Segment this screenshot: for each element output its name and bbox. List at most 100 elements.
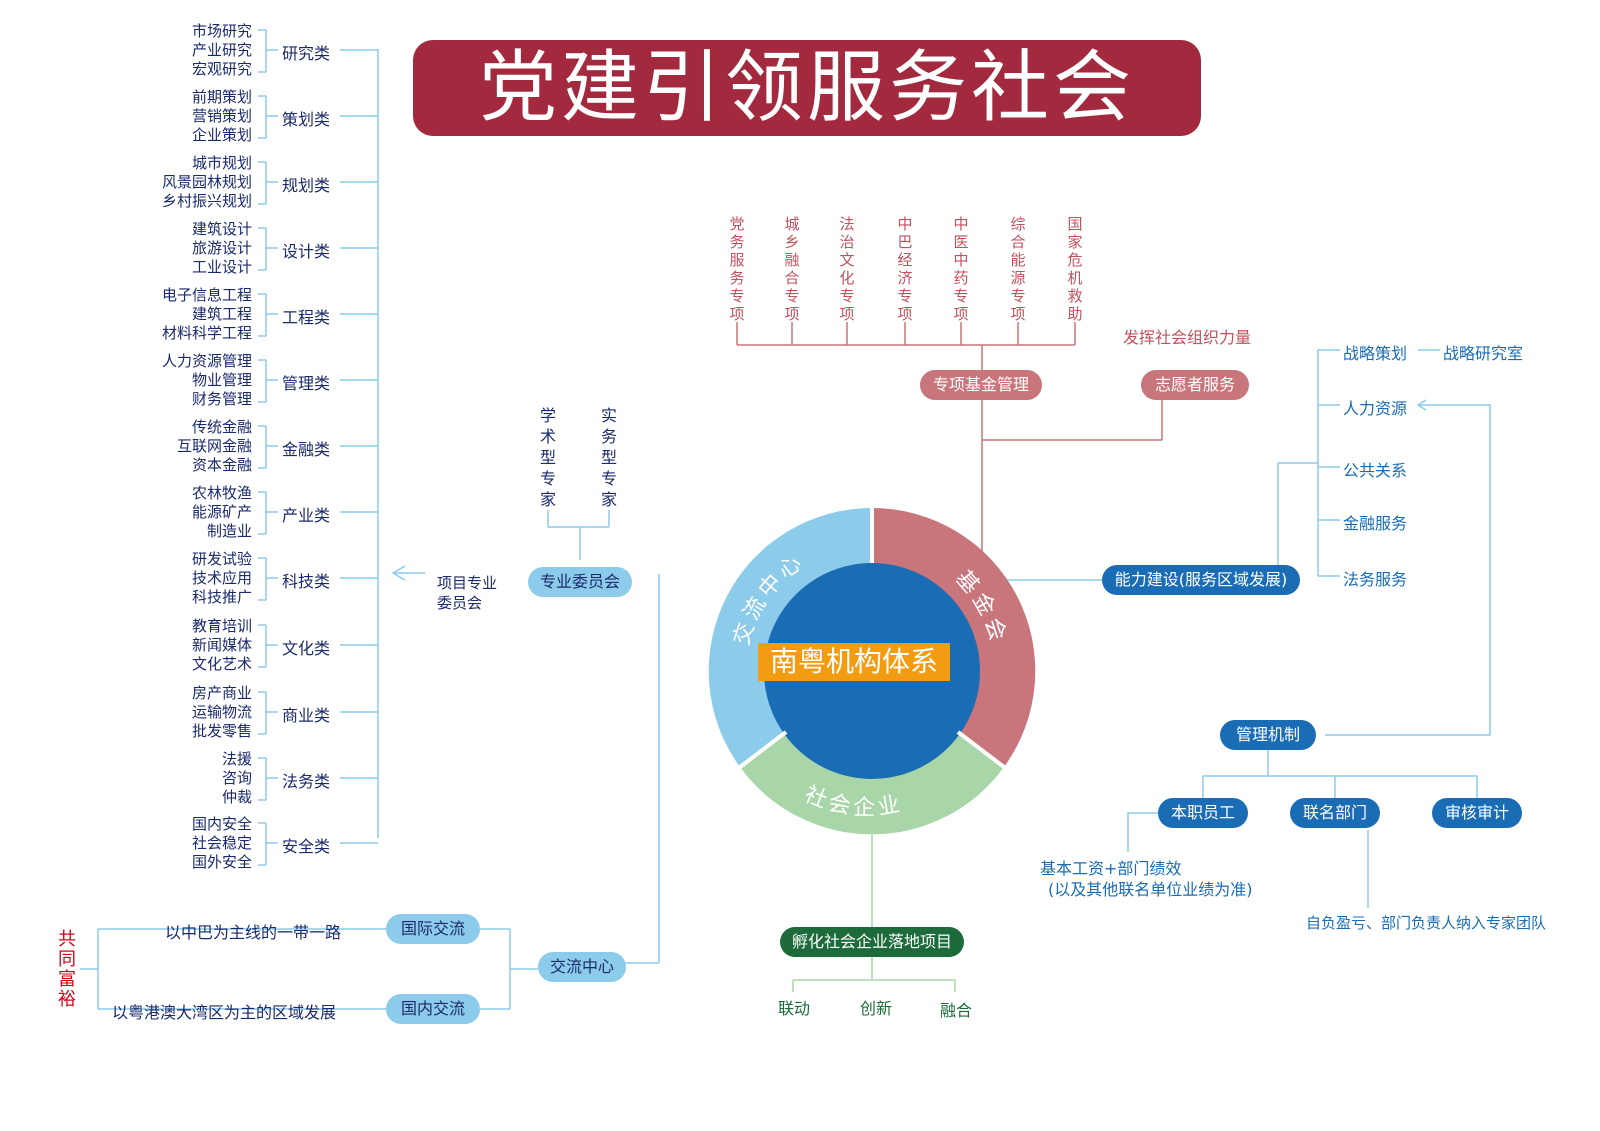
fund-project-label: 城乡融合专项 xyxy=(784,215,800,323)
category-item: 农林牧渔 xyxy=(191,484,252,502)
academic-expert-label: 学术型专家 xyxy=(539,406,556,509)
category-item: 科技推广 xyxy=(191,588,252,606)
category-label[interactable]: 法务类 xyxy=(282,772,331,791)
exchange-center-node[interactable]: 交流中心 xyxy=(538,952,626,982)
category-label[interactable]: 策划类 xyxy=(282,110,331,129)
category-item: 旅游设计 xyxy=(191,239,252,257)
capacity-item-finance: 金融服务 xyxy=(1343,514,1408,533)
category-label[interactable]: 工程类 xyxy=(282,308,331,327)
category-label[interactable]: 文化类 xyxy=(282,639,331,658)
category-item: 房产商业 xyxy=(191,684,252,702)
fund-project-label: 法治文化专项 xyxy=(839,215,855,323)
category-label[interactable]: 规划类 xyxy=(282,176,331,195)
category-group-items: 市场研究产业研究宏观研究 xyxy=(92,22,252,79)
category-item: 工业设计 xyxy=(191,258,252,276)
category-item: 前期策划 xyxy=(191,88,252,106)
category-item: 新闻媒体 xyxy=(191,636,252,654)
staff-pay-note: (以及其他联名单位业绩为准) xyxy=(1048,880,1253,899)
category-group-items: 法援咨询仲裁 xyxy=(92,750,252,807)
capacity-item-hr: 人力资源 xyxy=(1343,399,1408,418)
staff-node[interactable]: 本职员工 xyxy=(1158,798,1248,828)
category-group-items: 教育培训新闻媒体文化艺术 xyxy=(92,617,252,674)
audit-node[interactable]: 审核审计 xyxy=(1432,798,1522,828)
category-group-items: 建筑设计旅游设计工业设计 xyxy=(92,220,252,277)
enterprise-item-linkage: 联动 xyxy=(778,999,811,1018)
joint-department-node[interactable]: 联名部门 xyxy=(1290,798,1380,828)
professional-committee-node[interactable]: 专业委员会 xyxy=(528,567,632,597)
project-committee-label: 项目专业 委员会 xyxy=(437,574,498,612)
enterprise-item-integration: 融合 xyxy=(940,1001,973,1020)
fund-project-label: 国家危机救助 xyxy=(1067,215,1083,323)
category-item: 材料科学工程 xyxy=(161,324,252,342)
category-item: 资本金融 xyxy=(191,456,252,474)
category-label[interactable]: 设计类 xyxy=(282,242,331,261)
capacity-item-pr: 公共关系 xyxy=(1343,461,1408,480)
category-item: 技术应用 xyxy=(191,569,252,587)
capacity-item-strategy: 战略策划 xyxy=(1343,344,1408,363)
page-title: 党建引领服务社会 xyxy=(413,40,1201,136)
category-item: 批发零售 xyxy=(191,722,252,740)
category-group-items: 城市规划风景园林规划乡村振兴规划 xyxy=(92,154,252,211)
joint-department-note: 自负盈亏、部门负责人纳入专家团队 xyxy=(1306,914,1547,932)
category-item: 物业管理 xyxy=(191,371,252,389)
category-label[interactable]: 产业类 xyxy=(282,506,331,525)
category-item: 仲裁 xyxy=(221,788,252,806)
category-item: 国外安全 xyxy=(191,853,252,871)
category-label[interactable]: 科技类 xyxy=(282,572,331,591)
category-item: 市场研究 xyxy=(191,22,252,40)
category-item: 制造业 xyxy=(206,522,252,540)
enterprise-item-innovation: 创新 xyxy=(860,999,893,1018)
category-item: 电子信息工程 xyxy=(161,286,252,304)
category-label[interactable]: 金融类 xyxy=(282,440,331,459)
fund-management-node[interactable]: 专项基金管理 xyxy=(920,370,1042,400)
incubate-enterprise-node[interactable]: 孵化社会企业落地项目 xyxy=(780,927,964,957)
practical-expert-label: 实务型专家 xyxy=(600,406,617,509)
management-mechanism-node[interactable]: 管理机制 xyxy=(1220,720,1316,750)
category-item: 传统金融 xyxy=(191,418,252,436)
strategy-office-text: 战略研究室 xyxy=(1443,344,1524,363)
belt-road-text: 以中巴为主线的一带一路 xyxy=(165,923,342,942)
domestic-exchange-node[interactable]: 国内交流 xyxy=(386,994,480,1024)
category-label[interactable]: 安全类 xyxy=(282,837,331,856)
category-item: 风景园林规划 xyxy=(161,173,252,191)
category-group-items: 房产商业运输物流批发零售 xyxy=(92,684,252,741)
category-item: 运输物流 xyxy=(191,703,252,721)
category-group-items: 农林牧渔能源矿产制造业 xyxy=(92,484,252,541)
category-label[interactable]: 商业类 xyxy=(282,706,331,725)
category-item: 财务管理 xyxy=(191,390,252,408)
greater-bay-text: 以粤港澳大湾区为主的区域发展 xyxy=(112,1003,337,1022)
capacity-building-node[interactable]: 能力建设(服务区域发展) xyxy=(1102,565,1300,595)
fund-project-label: 综合能源专项 xyxy=(1010,215,1026,323)
category-item: 教育培训 xyxy=(191,617,252,635)
volunteer-service-node[interactable]: 志愿者服务 xyxy=(1141,370,1249,400)
category-group-items: 传统金融互联网金融资本金融 xyxy=(92,418,252,475)
category-label[interactable]: 研究类 xyxy=(282,44,331,63)
category-item: 文化艺术 xyxy=(191,655,252,673)
category-item: 产业研究 xyxy=(191,41,252,59)
social-force-text: 发挥社会组织力量 xyxy=(1123,328,1252,347)
common-prosperity-label: 共同富裕 xyxy=(58,929,76,1010)
category-item: 乡村振兴规划 xyxy=(161,192,252,210)
category-item: 人力资源管理 xyxy=(161,352,252,370)
category-item: 营销策划 xyxy=(191,107,252,125)
category-item: 能源矿产 xyxy=(191,503,252,521)
category-item: 国内安全 xyxy=(191,815,252,833)
category-group-items: 前期策划营销策划企业策划 xyxy=(92,88,252,145)
staff-pay-text: 基本工资+部门绩效 xyxy=(1040,859,1182,878)
category-group-items: 人力资源管理物业管理财务管理 xyxy=(92,352,252,409)
category-item: 建筑设计 xyxy=(191,220,252,238)
category-item: 咨询 xyxy=(221,769,252,787)
international-exchange-node[interactable]: 国际交流 xyxy=(386,914,480,944)
category-group-items: 国内安全社会稳定国外安全 xyxy=(92,815,252,872)
category-item: 企业策划 xyxy=(191,126,252,144)
category-item: 城市规划 xyxy=(191,154,252,172)
category-item: 社会稳定 xyxy=(191,834,252,852)
fund-project-label: 中医中药专项 xyxy=(953,215,969,323)
fund-project-label: 党务服务专项 xyxy=(729,215,745,323)
category-item: 研发试验 xyxy=(191,550,252,568)
category-item: 宏观研究 xyxy=(191,60,252,78)
category-group-items: 研发试验技术应用科技推广 xyxy=(92,550,252,607)
category-label[interactable]: 管理类 xyxy=(282,374,331,393)
category-item: 建筑工程 xyxy=(191,305,252,323)
